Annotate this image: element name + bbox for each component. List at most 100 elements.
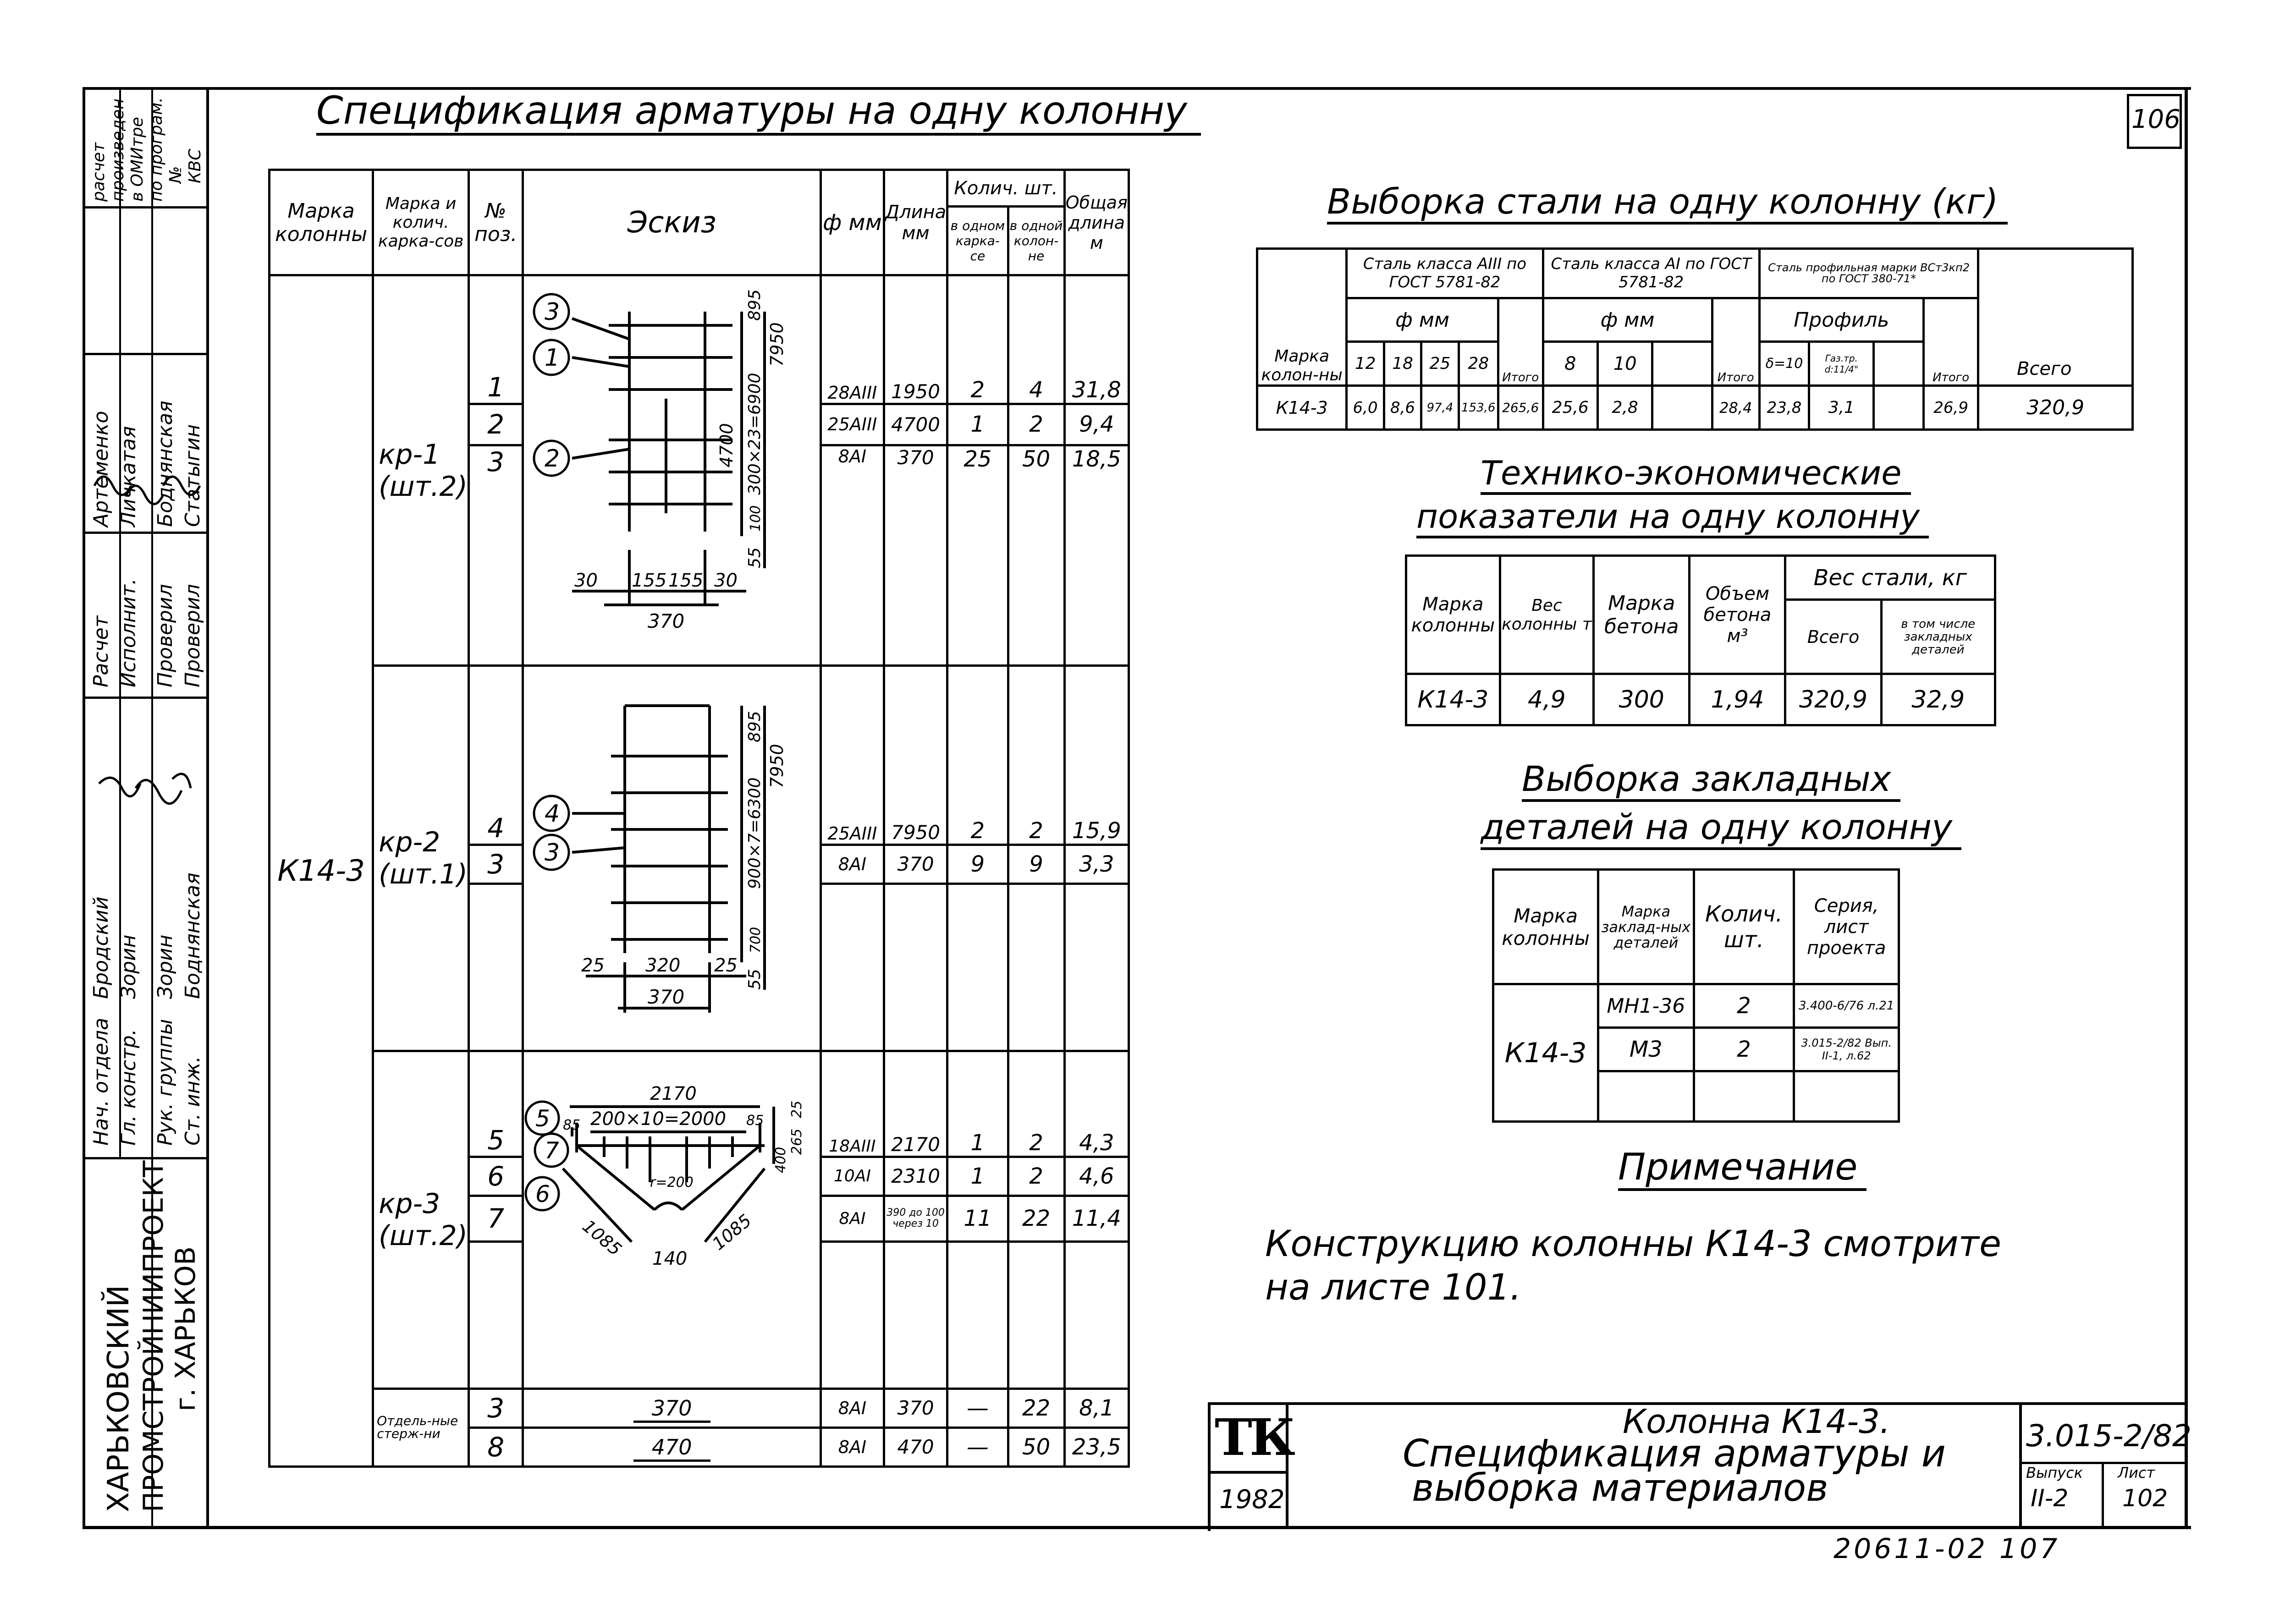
tech-cell: 300 [1592, 673, 1691, 726]
length-cell: 7950 [882, 664, 949, 846]
dim-265: 265 [789, 1129, 805, 1155]
dim-2000: 200×10=2000 [590, 1108, 726, 1130]
pos-cell: 3 [468, 1387, 524, 1429]
total-cell-empty [1063, 1240, 1130, 1390]
frame-count: (шт.1) [379, 858, 468, 891]
dim-7950: 7950 [767, 744, 787, 788]
stamp-divider [85, 1157, 207, 1159]
separate-bars-label: Отдель-ные стерж-ни [372, 1387, 470, 1468]
steel-d: 10 [1596, 340, 1654, 387]
callout-circle [524, 1176, 560, 1212]
sketch-bar-cell: 370 [522, 1387, 822, 1429]
stamp-org-line1: ХАРЬКОВСКИЙ [102, 1285, 136, 1512]
tech-title-line1: Технико-экономические [1481, 454, 1911, 495]
qty-col-cell: 2 [1007, 402, 1066, 447]
steel-itogo2: Итого [1711, 296, 1761, 387]
tech-header-weight: Вес колонны т [1498, 554, 1595, 675]
length-cell: 2170 [882, 1050, 949, 1158]
total-cell: 15,9 [1063, 664, 1130, 846]
steel-cell: 8,6 [1382, 384, 1423, 431]
sketch-cell-kr1 [522, 274, 822, 667]
dim-320: 320 [645, 955, 680, 976]
steel-group1: Сталь класса АIII по ГОСТ 5781-82 [1345, 247, 1544, 299]
callout-3: 3 [545, 298, 560, 326]
frame-mark-kr2: кр-2 (шт.1) [372, 664, 470, 1053]
note-title: Примечание [1618, 1146, 1867, 1191]
steel-group3: Сталь профильная марки ВСт3кп2 по ГОСТ 3… [1758, 247, 1980, 299]
diam-cell: 10АI [820, 1155, 885, 1197]
stamp-divider [85, 697, 207, 699]
embedded-header-mark: Марка колонны [1492, 868, 1600, 985]
callout-4: 4 [545, 800, 560, 828]
callout-3: 3 [545, 839, 560, 867]
embedded-detail-cell: МН1-36 [1597, 983, 1695, 1029]
frame-inner-left-line [206, 87, 209, 1528]
qty-col-cell: 2 [1007, 664, 1066, 846]
callout-circle [533, 834, 570, 871]
title-line2: Спецификация арматуры и [1403, 1432, 1946, 1476]
steel-itogo3: Итого [1922, 296, 1980, 387]
dim-6900: 300×23=6900 [745, 373, 764, 495]
tech-header-mark: Марка колонны [1405, 554, 1501, 675]
tech-header-steel: Вес стали, кг [1784, 554, 1996, 601]
pos-cell: 7 [468, 1194, 524, 1243]
total-cell: 4,6 [1063, 1155, 1130, 1197]
steel-table: Марка колон-ны Сталь класса АIII по ГОСТ… [1255, 247, 2134, 431]
tech-cell: 32,9 [1880, 673, 1997, 726]
dim-25a: 25 [581, 955, 605, 976]
embedded-empty [1793, 1070, 1900, 1123]
dim-85b: 85 [746, 1113, 764, 1129]
dim-4700: 4700 [716, 423, 737, 467]
steel-cell [1651, 384, 1713, 431]
length-cell-empty [882, 882, 949, 1053]
steel-cell: 265,6 [1497, 384, 1544, 431]
stamp-top-col: произведен [109, 99, 127, 202]
qty-frame-cell: 1 [946, 402, 1009, 447]
callout-6: 6 [535, 1181, 550, 1207]
callout-circle [524, 1100, 560, 1136]
diam-cell: 25АIII [820, 664, 885, 846]
qty-frame-cell: 2 [946, 664, 1009, 846]
steel-cell: 2,8 [1596, 384, 1654, 431]
pos-cell: 1 [468, 274, 524, 405]
spec-header-mark: Марка колонны [268, 168, 374, 277]
steel-d-empty [1651, 340, 1713, 387]
pos-cell: 8 [468, 1426, 524, 1468]
qty-frame-cell: — [946, 1387, 1009, 1429]
qty-col-cell: 9 [1007, 843, 1066, 885]
steel-d: 25 [1420, 340, 1460, 387]
qty-frame-cell: 11 [946, 1194, 1009, 1243]
length-cell: 390 до 100 через 10 [882, 1194, 949, 1243]
spec-header-sketch: Эскиз [522, 168, 822, 277]
sketch-cell-kr2 [522, 664, 822, 1053]
dim-30b: 30 [714, 570, 738, 591]
diam-cell: 8АI [820, 444, 885, 667]
embedded-title-line1: Выборка закладных [1522, 758, 1900, 802]
dim-2170: 2170 [650, 1083, 697, 1104]
embedded-series-cell: 3.400-6/76 л.21 [1793, 983, 1900, 1029]
dim-140: 140 [652, 1248, 687, 1269]
length-cell: 370 [882, 444, 949, 667]
pos-cell-empty [468, 882, 524, 1053]
title-block-divider [1286, 1402, 1288, 1528]
total-cell-empty [1063, 882, 1130, 1053]
steel-cell: 97,4 [1420, 384, 1460, 431]
title-line1: Колонна К14-3. [1623, 1402, 1890, 1441]
dim-895: 895 [745, 289, 764, 321]
sketch-kr2: 4 3 895 900×7=6300 7950 700 55 25 320 25… [533, 704, 787, 1013]
callout-5: 5 [535, 1105, 550, 1132]
dim-1085a: 1085 [578, 1216, 625, 1260]
callout-circle [533, 439, 570, 477]
length-cell: 470 [882, 1426, 949, 1468]
pos-cell: 3 [468, 444, 524, 667]
dim-85a: 85 [563, 1117, 580, 1133]
pos-cell: 6 [468, 1155, 524, 1197]
steel-profile: Профиль [1758, 296, 1925, 343]
dim-155b: 155 [668, 570, 703, 591]
dim-370: 370 [648, 986, 684, 1008]
frame-left-line [83, 87, 85, 1528]
dim-55: 55 [745, 547, 764, 568]
dim-100: 100 [748, 505, 764, 532]
tech-cell: 320,9 [1784, 673, 1883, 726]
steel-itogo1: Итого [1497, 296, 1544, 387]
